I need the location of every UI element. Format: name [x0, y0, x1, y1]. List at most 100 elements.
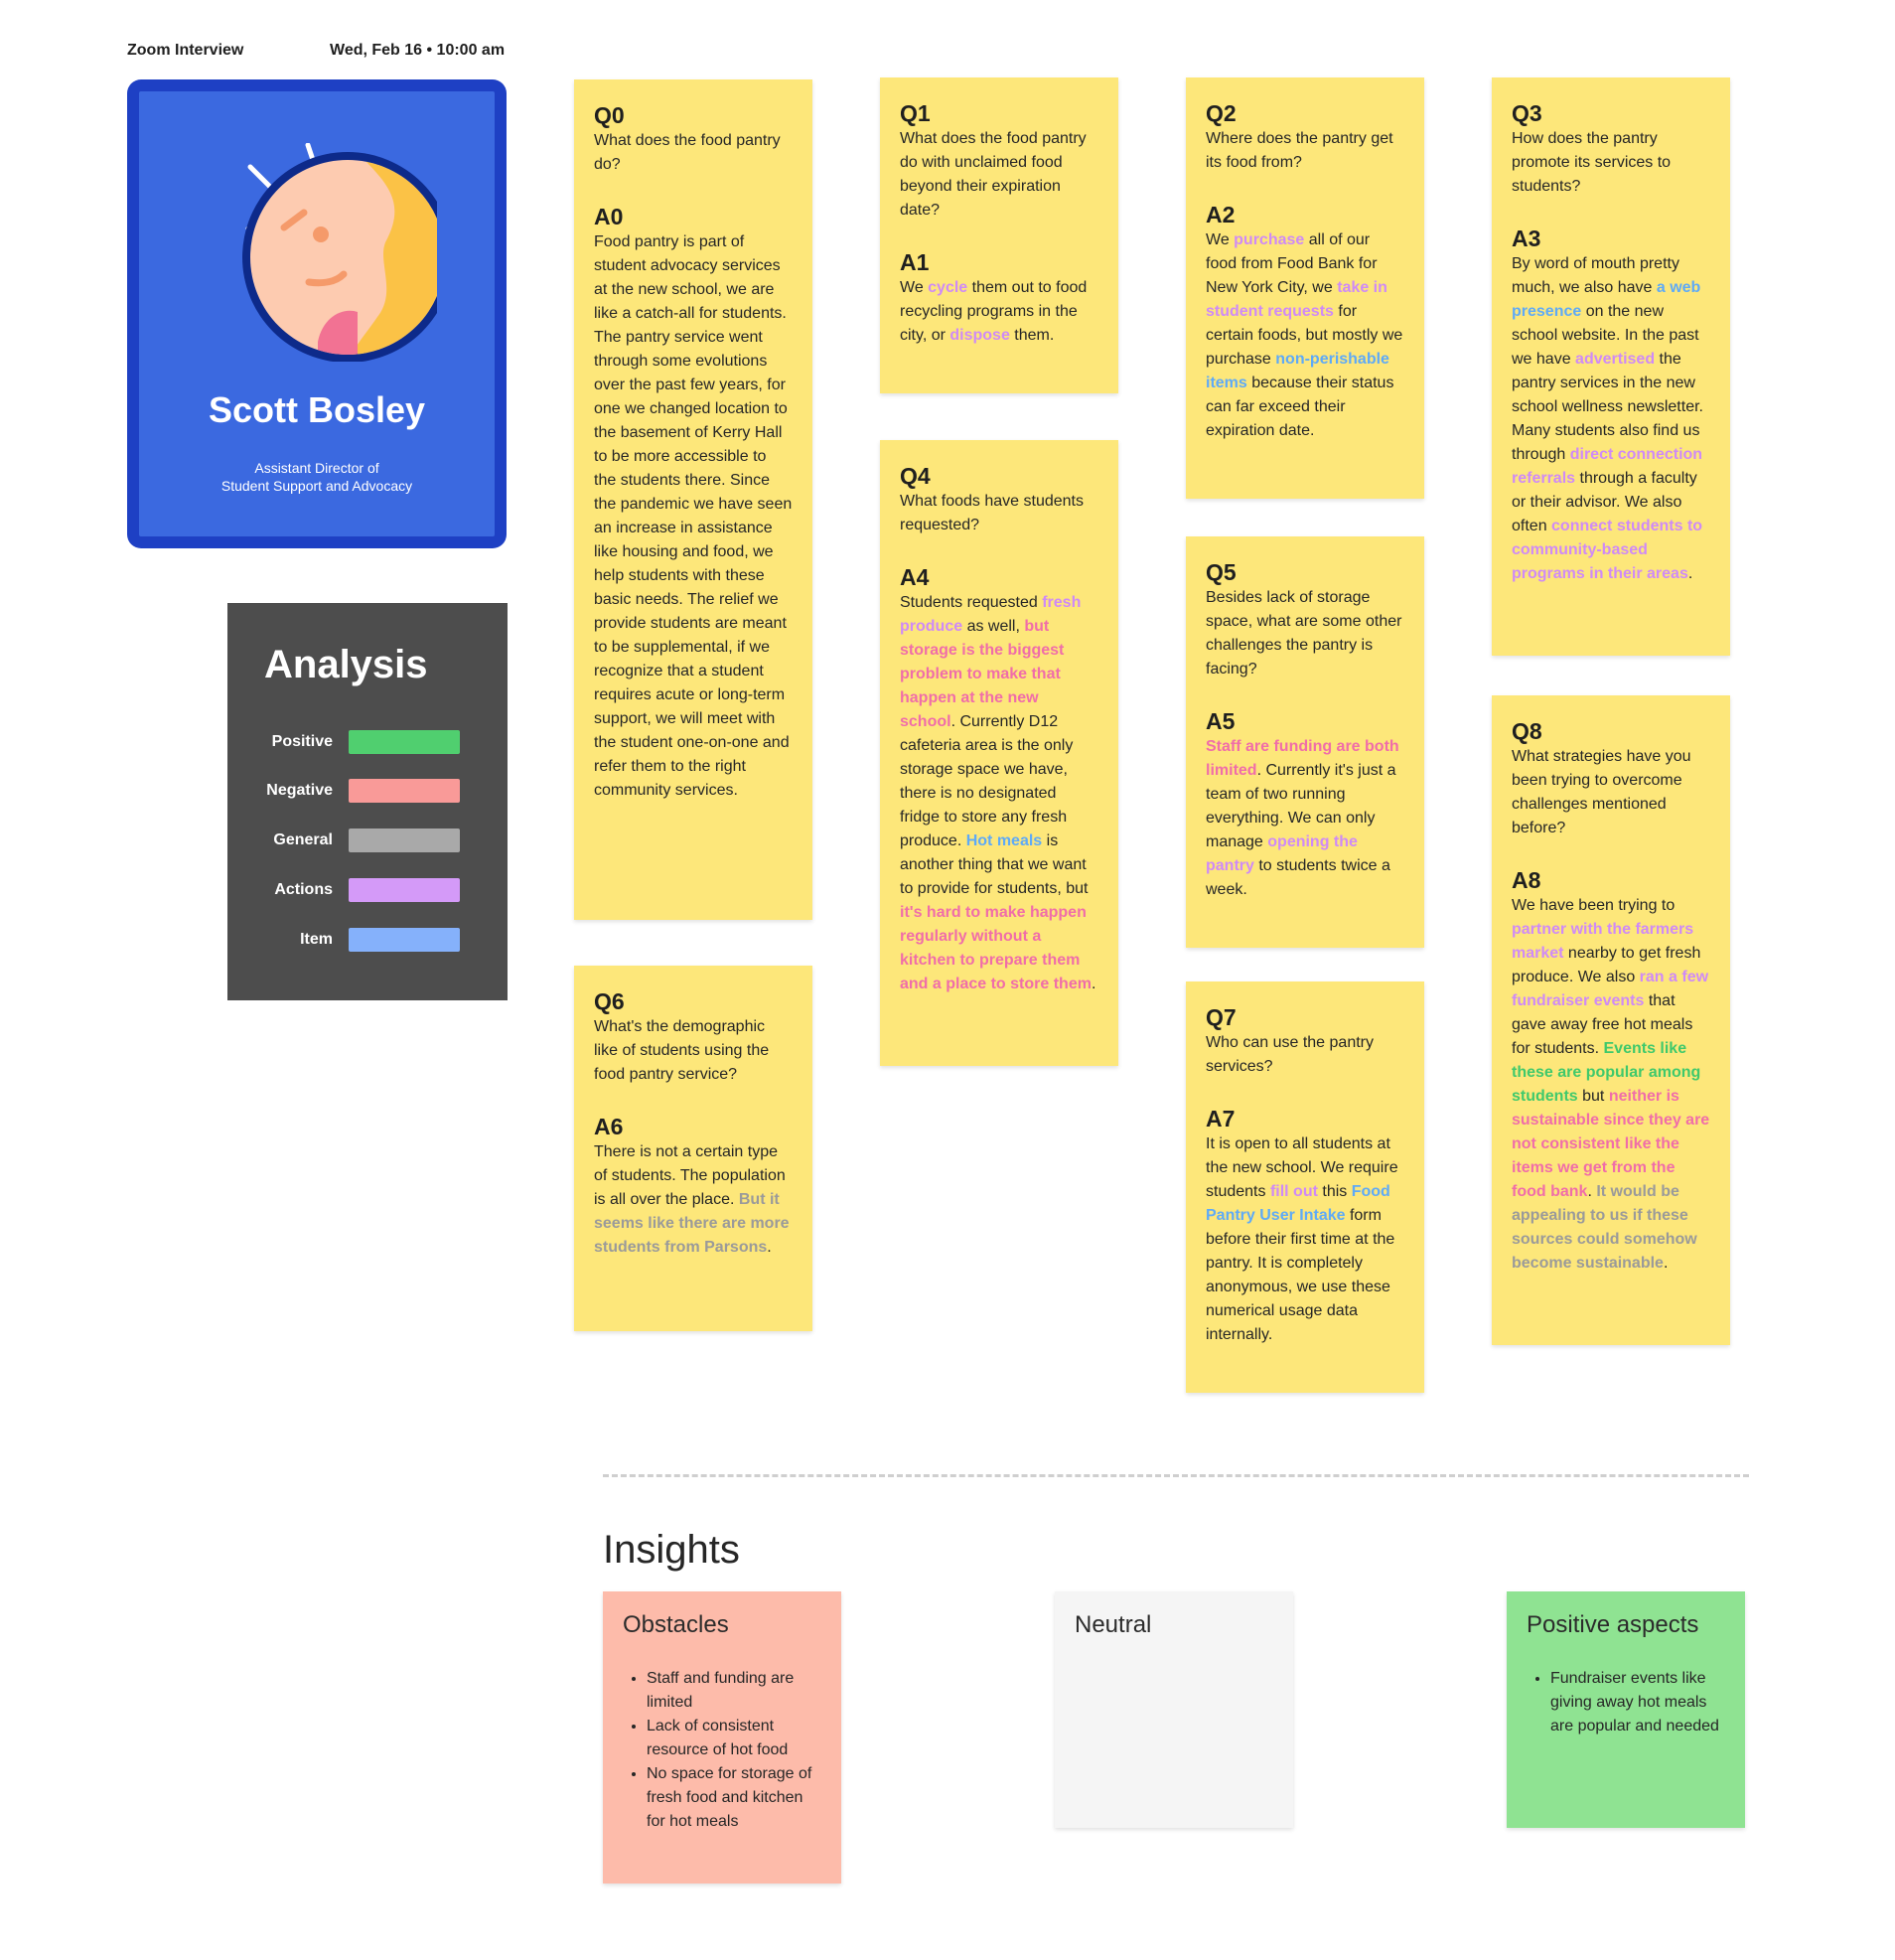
insight-list: Fundraiser events like giving away hot m… [1527, 1667, 1725, 1738]
sticky-note-q3[interactable]: Q3 How does the pantry promote its servi… [1492, 77, 1730, 656]
question-label: Q2 [1206, 100, 1237, 126]
highlight-blue: Food Pantry User Intake [1206, 1183, 1390, 1224]
question-label: Q8 [1512, 718, 1542, 744]
analysis-legend: Analysis Positive Negative General Actio… [227, 603, 508, 1000]
answer-segment: We [900, 279, 929, 296]
legend-swatch [349, 878, 460, 902]
insight-obstacles[interactable]: Obstacles Staff and funding are limited … [603, 1591, 841, 1884]
answer-segment: Food pantry is part of student advocacy … [594, 233, 793, 799]
answer-label: A3 [1512, 226, 1541, 251]
highlight-green: Events like these are popular among stud… [1512, 1040, 1701, 1105]
insight-neutral[interactable]: Neutral [1055, 1591, 1293, 1828]
answer-segment: . [1091, 976, 1096, 992]
answer-segment: By word of mouth pretty much, we also ha… [1512, 255, 1679, 296]
answer-segment: . Currently it's just a team of two runn… [1206, 762, 1396, 850]
answer-label: A5 [1206, 708, 1236, 734]
section-divider [603, 1474, 1749, 1477]
answer-segment: Students requested [900, 594, 1043, 611]
answer-segment: through a faculty or their advisor. We a… [1512, 470, 1697, 534]
question-text: What does the food pantry do with unclai… [900, 130, 1087, 219]
legend-swatch [349, 829, 460, 852]
question-text: What's the demographic like of students … [594, 1018, 770, 1083]
interview-source: Zoom Interview [127, 42, 244, 59]
legend-label: Item [300, 931, 333, 948]
answer-segment: as well, [962, 618, 1025, 635]
answer-label: A2 [1206, 202, 1236, 227]
legend-actions: Actions [227, 878, 508, 902]
question-label: Q4 [900, 463, 931, 489]
answer-label: A7 [1206, 1106, 1236, 1131]
answer-segment: It is open to all students at the new sc… [1206, 1135, 1398, 1200]
highlight-purple: fill out [1269, 1183, 1318, 1200]
answer-segment: for certain foods, but mostly we purchas… [1206, 303, 1403, 368]
legend-positive: Positive [227, 730, 508, 754]
highlight-purple: fresh produce [900, 594, 1082, 635]
insights-title: Insights [603, 1528, 740, 1572]
answer-text: It is open to all students at the new sc… [1206, 1132, 1404, 1347]
answer-segment: We have been trying to [1512, 897, 1676, 914]
insight-list: Staff and funding are limited Lack of co… [623, 1667, 821, 1834]
profile-card[interactable]: Scott Bosley Assistant Director of Stude… [127, 79, 507, 548]
question-text: Where does the pantry get its food from? [1206, 130, 1393, 171]
profile-role-line1: Assistant Director of [254, 460, 379, 476]
answer-label: A8 [1512, 867, 1541, 893]
answer-segment: is another thing that we want to provide… [900, 832, 1089, 897]
sticky-note-q7[interactable]: Q7 Who can use the pantry services? A7 I… [1186, 981, 1424, 1393]
answer-text: We purchase all of our food from Food Ba… [1206, 228, 1404, 443]
sticky-note-q4[interactable]: Q4 What foods have students requested? A… [880, 440, 1118, 1066]
question-text: Who can use the pantry services? [1206, 1034, 1374, 1075]
question-text: What foods have students requested? [900, 493, 1084, 533]
answer-text: By word of mouth pretty much, we also ha… [1512, 252, 1710, 586]
insight-title: Obstacles [623, 1611, 729, 1638]
answer-segment: . [767, 1239, 772, 1256]
highlight-blue: Hot meals [965, 832, 1043, 849]
list-item: Lack of consistent resource of hot food [647, 1715, 821, 1762]
insight-positive[interactable]: Positive aspects Fundraiser events like … [1507, 1591, 1745, 1828]
answer-label: A6 [594, 1114, 624, 1139]
highlight-gray: But it seems like there are more student… [594, 1191, 790, 1256]
legend-item: Item [227, 928, 508, 952]
highlight-purple: cycle [928, 279, 968, 296]
list-item: No space for storage of fresh food and k… [647, 1762, 821, 1834]
question-label: Q0 [594, 102, 625, 128]
insight-title: Positive aspects [1527, 1611, 1699, 1638]
legend-label: Actions [274, 881, 333, 898]
question-text: Besides lack of storage space, what are … [1206, 589, 1402, 678]
answer-segment: to students twice a week. [1206, 857, 1390, 898]
sticky-note-q0[interactable]: Q0 What does the food pantry do? A0 Food… [574, 79, 812, 920]
highlight-pink: it's hard to make happen regularly witho… [900, 904, 1092, 992]
sticky-note-q6[interactable]: Q6 What's the demographic like of studen… [574, 966, 812, 1331]
answer-segment: because their status can far exceed thei… [1206, 375, 1394, 439]
question-label: Q6 [594, 988, 625, 1014]
interview-datetime: Wed, Feb 16 • 10:00 am [330, 42, 506, 59]
answer-label: A4 [900, 564, 930, 590]
legend-label: Positive [271, 733, 333, 750]
answer-label: A1 [900, 249, 930, 275]
sticky-note-q1[interactable]: Q1 What does the food pantry do with unc… [880, 77, 1118, 393]
profile-role: Assistant Director of Student Support an… [139, 459, 495, 495]
face-avatar-icon [242, 143, 437, 362]
question-label: Q3 [1512, 100, 1542, 126]
answer-text: We cycle them out to food recycling prog… [900, 276, 1098, 348]
question-text: What strategies have you been trying to … [1512, 748, 1691, 836]
list-item: Staff and funding are limited [647, 1667, 821, 1715]
highlight-purple: advertised [1575, 351, 1656, 368]
highlight-gray: It would be appealing to us if these sou… [1512, 1183, 1697, 1272]
answer-segment: . [1663, 1255, 1669, 1272]
highlight-purple: direct connection referrals [1512, 446, 1703, 487]
answer-segment: . [1687, 565, 1693, 582]
sticky-note-q2[interactable]: Q2 Where does the pantry get its food fr… [1186, 77, 1424, 499]
sticky-note-q5[interactable]: Q5 Besides lack of storage space, what a… [1186, 536, 1424, 948]
highlight-purple: ran a few fundraiser events [1512, 969, 1709, 1009]
highlight-purple: connect students to community-based prog… [1512, 518, 1703, 582]
answer-text: Food pantry is part of student advocacy … [594, 230, 793, 803]
question-text: How does the pantry promote its services… [1512, 130, 1672, 195]
answer-segment: . [1587, 1183, 1597, 1200]
question-text: What does the food pantry do? [594, 132, 781, 173]
highlight-purple: purchase [1234, 231, 1305, 248]
legend-label: General [273, 831, 333, 848]
sticky-note-q8[interactable]: Q8 What strategies have you been trying … [1492, 695, 1730, 1345]
answer-segment: them. [1009, 327, 1055, 344]
answer-segment: but [1577, 1088, 1609, 1105]
highlight-purple: partner with the farmers market [1512, 921, 1694, 962]
